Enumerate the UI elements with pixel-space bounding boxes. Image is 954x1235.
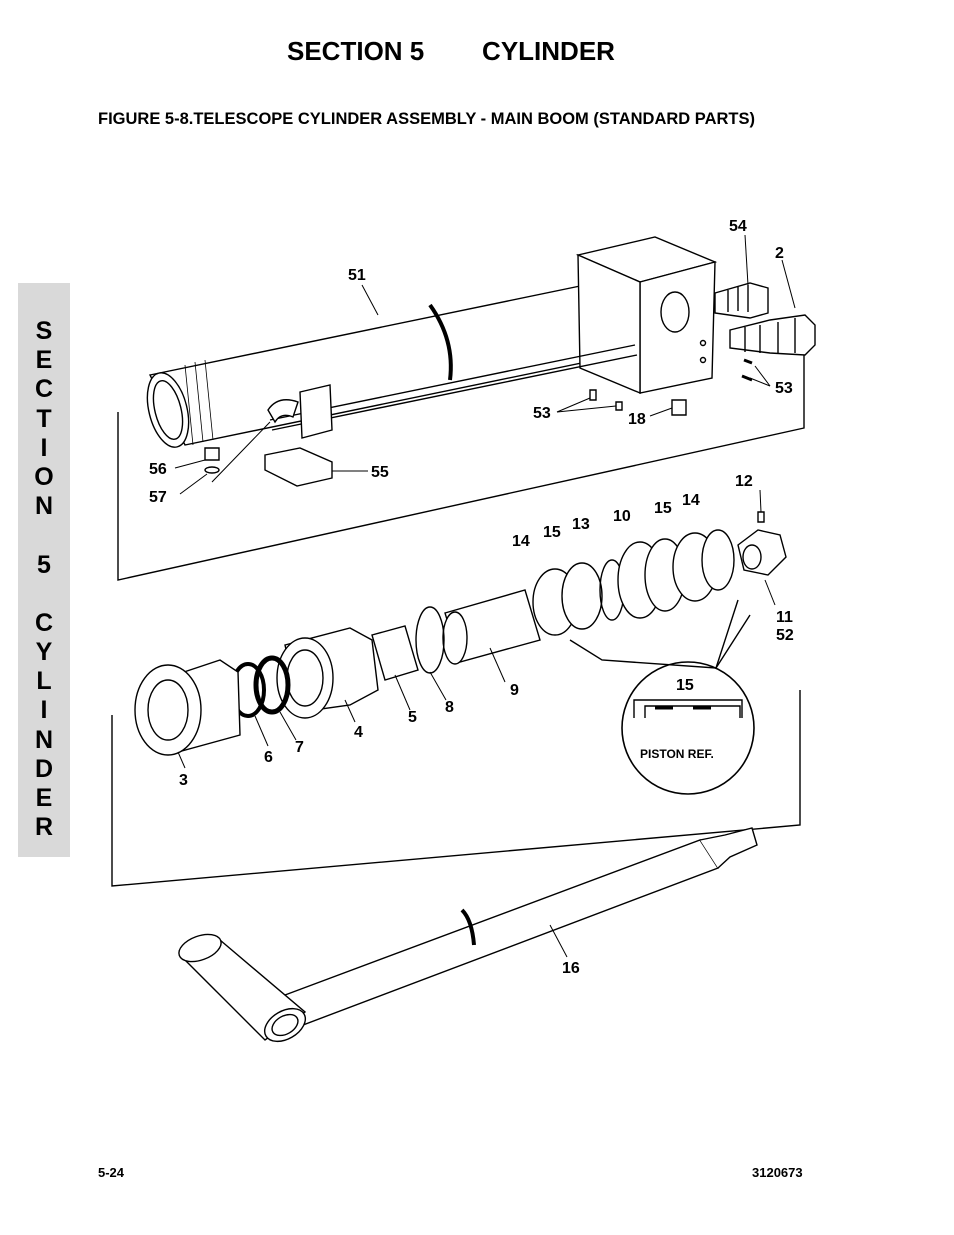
callout-56: 56 xyxy=(149,461,167,478)
upper-panel-outline xyxy=(117,350,805,581)
callout-16: 16 xyxy=(562,960,580,977)
fitting-2 xyxy=(729,314,816,356)
callout-2: 2 xyxy=(775,245,784,262)
plug-53 xyxy=(589,389,623,411)
plug-18 xyxy=(671,399,687,416)
piston-rings xyxy=(532,529,735,636)
callout-18: 18 xyxy=(628,411,646,428)
lower-panel-outline xyxy=(111,690,801,887)
callout-15-detail: 15 xyxy=(676,677,694,694)
piston-ref-label: PISTON REF. xyxy=(640,747,714,761)
spacer-5 xyxy=(371,625,419,681)
section-title: SECTION 5 CYLINDER xyxy=(287,36,615,66)
side-tab-letter: O xyxy=(34,462,54,491)
seal-7 xyxy=(253,655,291,715)
callout-10: 10 xyxy=(613,508,631,525)
callout-15-right: 15 xyxy=(654,500,672,517)
cylinder-head-4 xyxy=(276,627,379,719)
callout-7: 7 xyxy=(295,739,304,756)
callout-12: 12 xyxy=(735,473,753,490)
side-tab-letter: S xyxy=(35,317,53,345)
fitting-54 xyxy=(714,282,769,319)
cylinder-head-block xyxy=(575,236,718,395)
side-tab-letter: L xyxy=(36,667,52,696)
callout-9: 9 xyxy=(510,682,519,699)
callout-51: 51 xyxy=(348,267,366,284)
callout-52: 52 xyxy=(776,627,794,644)
wear-pad-55 xyxy=(264,447,333,487)
callout-15-left: 15 xyxy=(543,524,561,541)
side-tab-letter: I xyxy=(40,433,48,462)
side-tab-letter: C xyxy=(34,375,54,404)
side-tab-letter: N xyxy=(34,492,54,521)
gland-3 xyxy=(134,659,241,756)
side-tab-letter: R xyxy=(34,813,54,842)
side-tab-letter: I xyxy=(40,696,48,725)
side-tab-letter: C xyxy=(34,608,54,637)
page-number: 5-24 xyxy=(98,1165,125,1180)
piston-rod-16 xyxy=(178,827,758,1043)
side-tab-letter: N xyxy=(34,725,54,754)
side-tab-letter: D xyxy=(34,754,54,783)
nut-11 xyxy=(737,529,787,576)
callout-3: 3 xyxy=(179,772,188,789)
callout-4: 4 xyxy=(354,724,363,741)
callout-14-right: 14 xyxy=(682,492,700,509)
tube-bracket xyxy=(299,384,333,439)
leader-lines xyxy=(174,234,796,958)
callout-57: 57 xyxy=(149,489,167,506)
bolt-56 xyxy=(204,447,220,461)
side-tab-letter: Y xyxy=(35,638,53,667)
figure-title: FIGURE 5-8.TELESCOPE CYLINDER ASSEMBLY -… xyxy=(98,110,755,128)
callout-54: 54 xyxy=(729,218,747,235)
side-tab-letter: E xyxy=(35,784,53,812)
side-tab-letter: 5 xyxy=(37,550,51,579)
callout-13: 13 xyxy=(572,516,590,533)
barrel-51 xyxy=(146,284,622,448)
side-tab-letter: E xyxy=(35,346,53,375)
callout-11: 11 xyxy=(776,609,793,626)
callout-6: 6 xyxy=(264,749,273,766)
callout-8: 8 xyxy=(445,699,454,716)
callout-5: 5 xyxy=(408,709,417,726)
callout-53-right: 53 xyxy=(775,380,793,397)
piston-detail-circle xyxy=(621,661,755,795)
callout-53-left: 53 xyxy=(533,405,551,422)
callout-14-left: 14 xyxy=(512,533,530,550)
document-number: 3120673 xyxy=(752,1165,803,1180)
side-tab-letter: T xyxy=(36,404,52,433)
callout-55: 55 xyxy=(371,464,389,481)
